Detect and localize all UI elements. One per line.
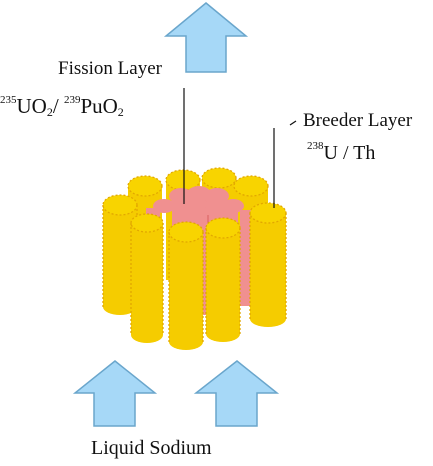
outflow-arrow-icon [163,2,249,73]
fuel-mass-number-b: 239 [63,94,81,106]
coolant-label: Liquid Sodium [91,437,212,459]
breeder-rod [130,213,164,343]
fuel-subscript-b: 2 [117,105,124,119]
breeder-layer-label: Breeder Layer [303,110,413,131]
breeder-rod [249,202,287,327]
inflow-arrow-right-icon [193,360,280,427]
fuel-composition-label: 235UO2/ 239PuO2 [0,94,124,120]
breeder-rod [205,217,241,342]
breeder-rod-front-row [102,194,287,350]
fuel-formula-a: UO [16,94,47,118]
fuel-subscript-a: 2 [46,105,53,119]
fuel-formula-b: PuO [80,94,118,118]
fuel-mass-number-a: 235 [0,94,17,106]
leader-lines [183,88,297,208]
inflow-arrow-left-icon [72,360,158,427]
breeder-formula: U / Th [323,142,376,164]
fuel-slash: / [52,94,59,118]
breeder-mass-number: 238 [307,140,324,152]
breeder-rod [168,221,204,350]
breeder-composition-label: 238U / Th [307,140,375,165]
fission-layer-label: Fission Layer [58,58,162,79]
